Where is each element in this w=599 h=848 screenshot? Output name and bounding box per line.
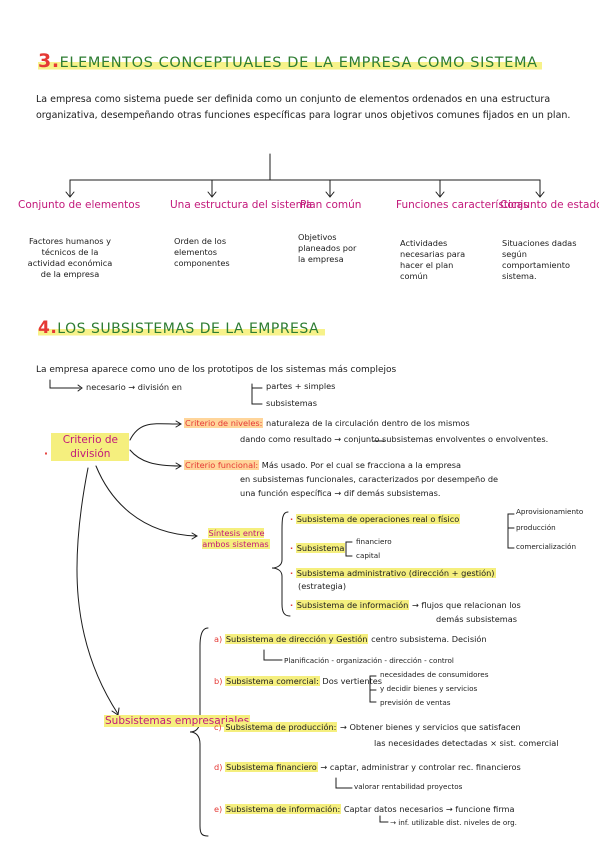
bullet-dot: · — [44, 448, 48, 460]
sintesis-label-text: Síntesis entre ambos sistemas — [202, 528, 270, 549]
bullet-dot: · — [290, 514, 294, 524]
branch-2-desc: Orden de los elementos componentes — [174, 236, 230, 268]
operaciones-sub-2: producción — [516, 523, 556, 532]
item-a-rest: centro subsistema. Decisión — [371, 634, 487, 644]
sintesis-administrativo-2: (estrategia) — [298, 581, 347, 591]
branch-5-desc: Situaciones dadas según comportamiento s… — [502, 238, 577, 281]
item-b-title: Subsistema comercial: — [225, 676, 320, 686]
sintesis-label: Síntesis entre ambos sistemas — [196, 528, 276, 550]
section-3-number: 3. — [38, 50, 60, 72]
item-e-rest: Captar datos necesarios → funcione firma — [343, 804, 515, 814]
criterio-niveles-line: Criterio de niveles: naturaleza de la ci… — [184, 418, 470, 429]
branch-5-title: Conjunto de estados — [500, 199, 599, 211]
division-part-1: partes + simples — [266, 381, 336, 391]
subsistema-sub-2: capital — [356, 551, 381, 560]
sintesis-informacion-2: → flujos que relacionan los — [411, 600, 521, 610]
item-e-sub: → inf. utilizable dist. niveles de org. — [390, 818, 517, 827]
sintesis-operaciones: · Subsistema de operaciones real o físic… — [290, 514, 461, 525]
sintesis-subsistema: · Subsistema — [290, 543, 346, 554]
item-b-sub-1: necesidades de consumidores — [380, 670, 489, 679]
item-b-rest: Dos vertientes — [322, 676, 383, 686]
criterio-niveles-text2: dando como resultado → conjunto subsiste… — [240, 434, 549, 444]
item-e-letter: e) — [214, 804, 223, 814]
criterio-niveles-label: Criterio de niveles: — [184, 418, 264, 428]
sintesis-operaciones-text: Subsistema de operaciones real o físico — [295, 514, 461, 524]
item-a: a) Subsistema de dirección y Gestión cen… — [214, 634, 487, 645]
section-4-title: LOS SUBSISTEMAS DE LA EMPRESA — [57, 321, 320, 337]
branch-4-desc: Actividades necesarias para hacer el pla… — [400, 238, 466, 281]
criterio-funcional-text3: una función específica → dif demás subsi… — [240, 488, 441, 498]
item-b-sub-2: y decidir bienes y servicios — [380, 684, 478, 693]
item-d-sub: valorar rentabilidad proyectos — [354, 782, 463, 791]
item-e: e) Subsistema de información: Captar dat… — [214, 804, 515, 815]
item-b: b) Subsistema comercial: Dos vertientes — [214, 676, 382, 687]
section-3-heading: 3.ELEMENTOS CONCEPTUALES DE LA EMPRESA C… — [38, 50, 542, 72]
operaciones-sub-1: Aprovisionamiento — [516, 507, 584, 516]
criterio-division-label: · Criterio de división — [44, 433, 130, 461]
criterio-funcional-label: Criterio funcional: — [184, 460, 260, 470]
sintesis-informacion-3: demás subsistemas — [436, 614, 518, 624]
item-c-title: Subsistema de producción: — [224, 722, 338, 732]
empresariales-label-text: Subsistemas empresariales — [104, 715, 251, 727]
sintesis-informacion-text: Subsistema de información — [295, 600, 410, 610]
item-b-letter: b) — [214, 676, 223, 686]
item-c: c) Subsistema de producción: → Obtener b… — [214, 722, 521, 733]
subsistema-sub-1: financiero — [356, 537, 392, 546]
bullet-dot: · — [290, 600, 294, 610]
bullet-dot: · — [290, 543, 294, 553]
branch-1-desc: Factores humanos y técnicos de la activi… — [27, 236, 113, 279]
item-b-sub-3: previsión de ventas — [380, 698, 451, 707]
criterio-niveles-text1: naturaleza de la circulación dentro de l… — [266, 418, 470, 428]
criterio-funcional-text1: Más usado. Por el cual se fracciona a la… — [261, 460, 462, 470]
sintesis-administrativo-text: Subsistema administrativo (dirección + g… — [295, 568, 496, 578]
division-part-2: subsistemas — [266, 398, 317, 408]
item-d-title: Subsistema financiero — [225, 762, 318, 772]
operaciones-sub-3: comercialización — [516, 542, 576, 551]
item-d: d) Subsistema financiero → captar, admin… — [214, 762, 521, 773]
sintesis-informacion: · Subsistema de información → flujos que… — [290, 600, 521, 611]
branch-3-desc: Objetivos planeados por la empresa — [298, 232, 357, 264]
item-d-letter: d) — [214, 762, 223, 772]
sintesis-subsistema-text: Subsistema — [295, 543, 346, 553]
branch-3-title: Plan común — [300, 199, 362, 211]
section-4-heading: 4.LOS SUBSISTEMAS DE LA EMPRESA — [38, 318, 326, 338]
item-a-letter: a) — [214, 634, 223, 644]
empresariales-label: Subsistemas empresariales — [104, 714, 251, 728]
criterio-funcional-line: Criterio funcional: Más usado. Por el cu… — [184, 460, 461, 471]
criterio-division-text: Criterio de división — [51, 433, 130, 461]
branch-1-title: Conjunto de elementos — [18, 199, 141, 211]
item-c-letter: c) — [214, 722, 222, 732]
sintesis-administrativo: · Subsistema administrativo (dirección +… — [290, 568, 496, 579]
bullet-dot: · — [290, 568, 294, 578]
criterio-funcional-text2: en subsistemas funcionales, caracterizad… — [240, 474, 499, 484]
branch-2-title: Una estructura del sistema — [170, 199, 313, 211]
item-c-rest: → Obtener bienes y servicios que satisfa… — [340, 722, 521, 732]
branch-4-title: Funciones características — [396, 199, 529, 211]
necessary-division: necesario → división en — [86, 382, 182, 392]
section-4-number: 4. — [38, 318, 58, 338]
item-e-title: Subsistema de información: — [224, 804, 342, 814]
section-3-title: ELEMENTOS CONCEPTUALES DE LA EMPRESA COM… — [59, 55, 538, 71]
item-c-sub: las necesidades detectadas × sist. comer… — [374, 738, 559, 748]
item-a-title: Subsistema de dirección y Gestión — [224, 634, 369, 644]
section-3-intro: La empresa como sistema puede ser defini… — [36, 94, 571, 121]
section-4-intro: La empresa aparece como uno de los proto… — [36, 365, 397, 375]
item-a-sub: Planificación - organización - dirección… — [284, 656, 454, 665]
item-d-rest: → captar, administrar y controlar rec. f… — [320, 762, 521, 772]
